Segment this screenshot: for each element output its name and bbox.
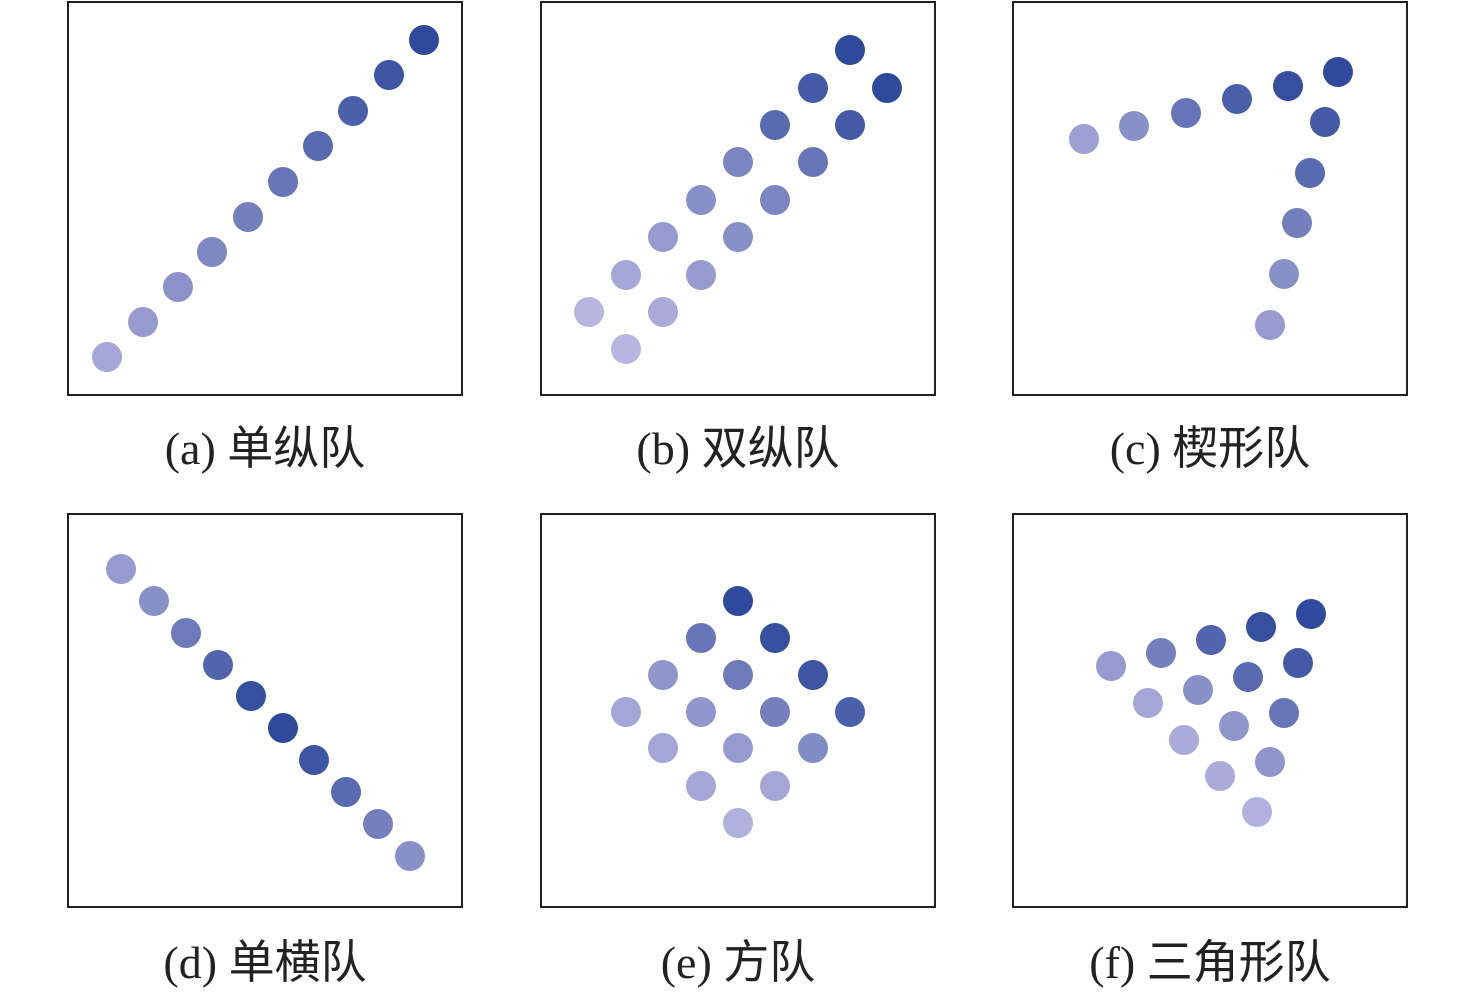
formation-dot-d bbox=[236, 681, 266, 711]
formation-dot-b bbox=[723, 222, 753, 252]
caption-e: (e) 方队 bbox=[660, 937, 816, 988]
formation-dot-a bbox=[409, 25, 439, 55]
formation-dot-c bbox=[1269, 259, 1299, 289]
formation-dot-e bbox=[723, 660, 753, 690]
formation-dot-b bbox=[835, 110, 865, 140]
formation-dot-c bbox=[1295, 158, 1325, 188]
formation-dot-f bbox=[1219, 711, 1249, 741]
formation-dot-f bbox=[1233, 662, 1263, 692]
panel-frame-b bbox=[540, 1, 936, 396]
formation-dot-e bbox=[760, 697, 790, 727]
formation-dot-f bbox=[1242, 797, 1272, 827]
formation-dot-f bbox=[1169, 725, 1199, 755]
formation-dot-e bbox=[835, 697, 865, 727]
formation-dot-b bbox=[686, 185, 716, 215]
formation-dot-e bbox=[798, 660, 828, 690]
formation-dot-e bbox=[648, 660, 678, 690]
formation-dot-f bbox=[1246, 612, 1276, 642]
formation-dot-a bbox=[163, 272, 193, 302]
formation-dot-d bbox=[139, 586, 169, 616]
caption-a: (a) 单纵队 bbox=[164, 423, 366, 474]
formation-dot-b bbox=[648, 297, 678, 327]
formation-dot-e bbox=[798, 733, 828, 763]
formation-dot-e bbox=[686, 697, 716, 727]
formation-dot-b bbox=[798, 147, 828, 177]
formation-dot-d bbox=[171, 618, 201, 648]
formation-dot-b bbox=[760, 185, 790, 215]
formation-dot-f bbox=[1255, 747, 1285, 777]
formation-dot-e bbox=[611, 697, 641, 727]
formation-dot-d bbox=[331, 777, 361, 807]
caption-c: (c) 楔形队 bbox=[1109, 423, 1311, 474]
formation-dot-f bbox=[1183, 675, 1213, 705]
formation-dot-a bbox=[338, 96, 368, 126]
formation-dot-c bbox=[1119, 111, 1149, 141]
panel-frame-e bbox=[540, 513, 936, 908]
caption-f: (f) 三角形队 bbox=[1089, 937, 1331, 988]
formation-dot-b bbox=[686, 260, 716, 290]
formation-dot-e bbox=[686, 623, 716, 653]
panel-frame-a bbox=[67, 1, 463, 396]
formation-dot-b bbox=[574, 297, 604, 327]
formation-dot-c bbox=[1310, 107, 1340, 137]
panel-frame-c bbox=[1012, 1, 1408, 396]
formation-dot-e bbox=[760, 623, 790, 653]
formation-dot-a bbox=[374, 60, 404, 90]
formation-dot-e bbox=[723, 586, 753, 616]
formation-dot-d bbox=[299, 745, 329, 775]
formation-dot-e bbox=[760, 771, 790, 801]
formation-dot-b bbox=[798, 73, 828, 103]
formation-dot-c bbox=[1222, 84, 1252, 114]
caption-d: (d) 单横队 bbox=[163, 937, 367, 988]
formation-dot-f bbox=[1283, 648, 1313, 678]
formation-dot-d bbox=[106, 554, 136, 584]
formation-dot-d bbox=[268, 713, 298, 743]
formation-dot-f bbox=[1133, 688, 1163, 718]
formation-dot-e bbox=[686, 771, 716, 801]
formation-dot-b bbox=[760, 110, 790, 140]
formation-dot-c bbox=[1069, 124, 1099, 154]
formation-dot-c bbox=[1323, 57, 1353, 87]
formation-dot-b bbox=[611, 334, 641, 364]
formation-dot-a bbox=[92, 342, 122, 372]
formation-dot-e bbox=[723, 808, 753, 838]
formation-dot-a bbox=[303, 131, 333, 161]
formation-dot-a bbox=[128, 307, 158, 337]
formation-dot-b bbox=[835, 35, 865, 65]
formation-dot-c bbox=[1282, 208, 1312, 238]
formation-dot-f bbox=[1096, 651, 1126, 681]
formation-dot-f bbox=[1269, 698, 1299, 728]
formation-dot-d bbox=[395, 841, 425, 871]
formation-dot-c bbox=[1273, 71, 1303, 101]
formation-dot-d bbox=[363, 809, 393, 839]
formation-dot-e bbox=[648, 733, 678, 763]
formation-dot-b bbox=[648, 222, 678, 252]
formation-dot-c bbox=[1255, 310, 1285, 340]
formation-dot-f bbox=[1205, 761, 1235, 791]
formation-dot-b bbox=[872, 73, 902, 103]
caption-b: (b) 双纵队 bbox=[636, 423, 840, 474]
formation-dot-b bbox=[723, 147, 753, 177]
panel-frame-f bbox=[1012, 513, 1408, 908]
formation-dot-f bbox=[1146, 638, 1176, 668]
formation-dot-e bbox=[723, 733, 753, 763]
formation-dot-b bbox=[611, 260, 641, 290]
formation-dot-f bbox=[1296, 599, 1326, 629]
formation-dot-a bbox=[197, 237, 227, 267]
formation-dot-a bbox=[268, 167, 298, 197]
formation-dot-c bbox=[1171, 98, 1201, 128]
formation-dot-a bbox=[233, 202, 263, 232]
panel-frame-d bbox=[67, 513, 463, 908]
formation-dot-f bbox=[1196, 625, 1226, 655]
formation-dot-d bbox=[203, 650, 233, 680]
